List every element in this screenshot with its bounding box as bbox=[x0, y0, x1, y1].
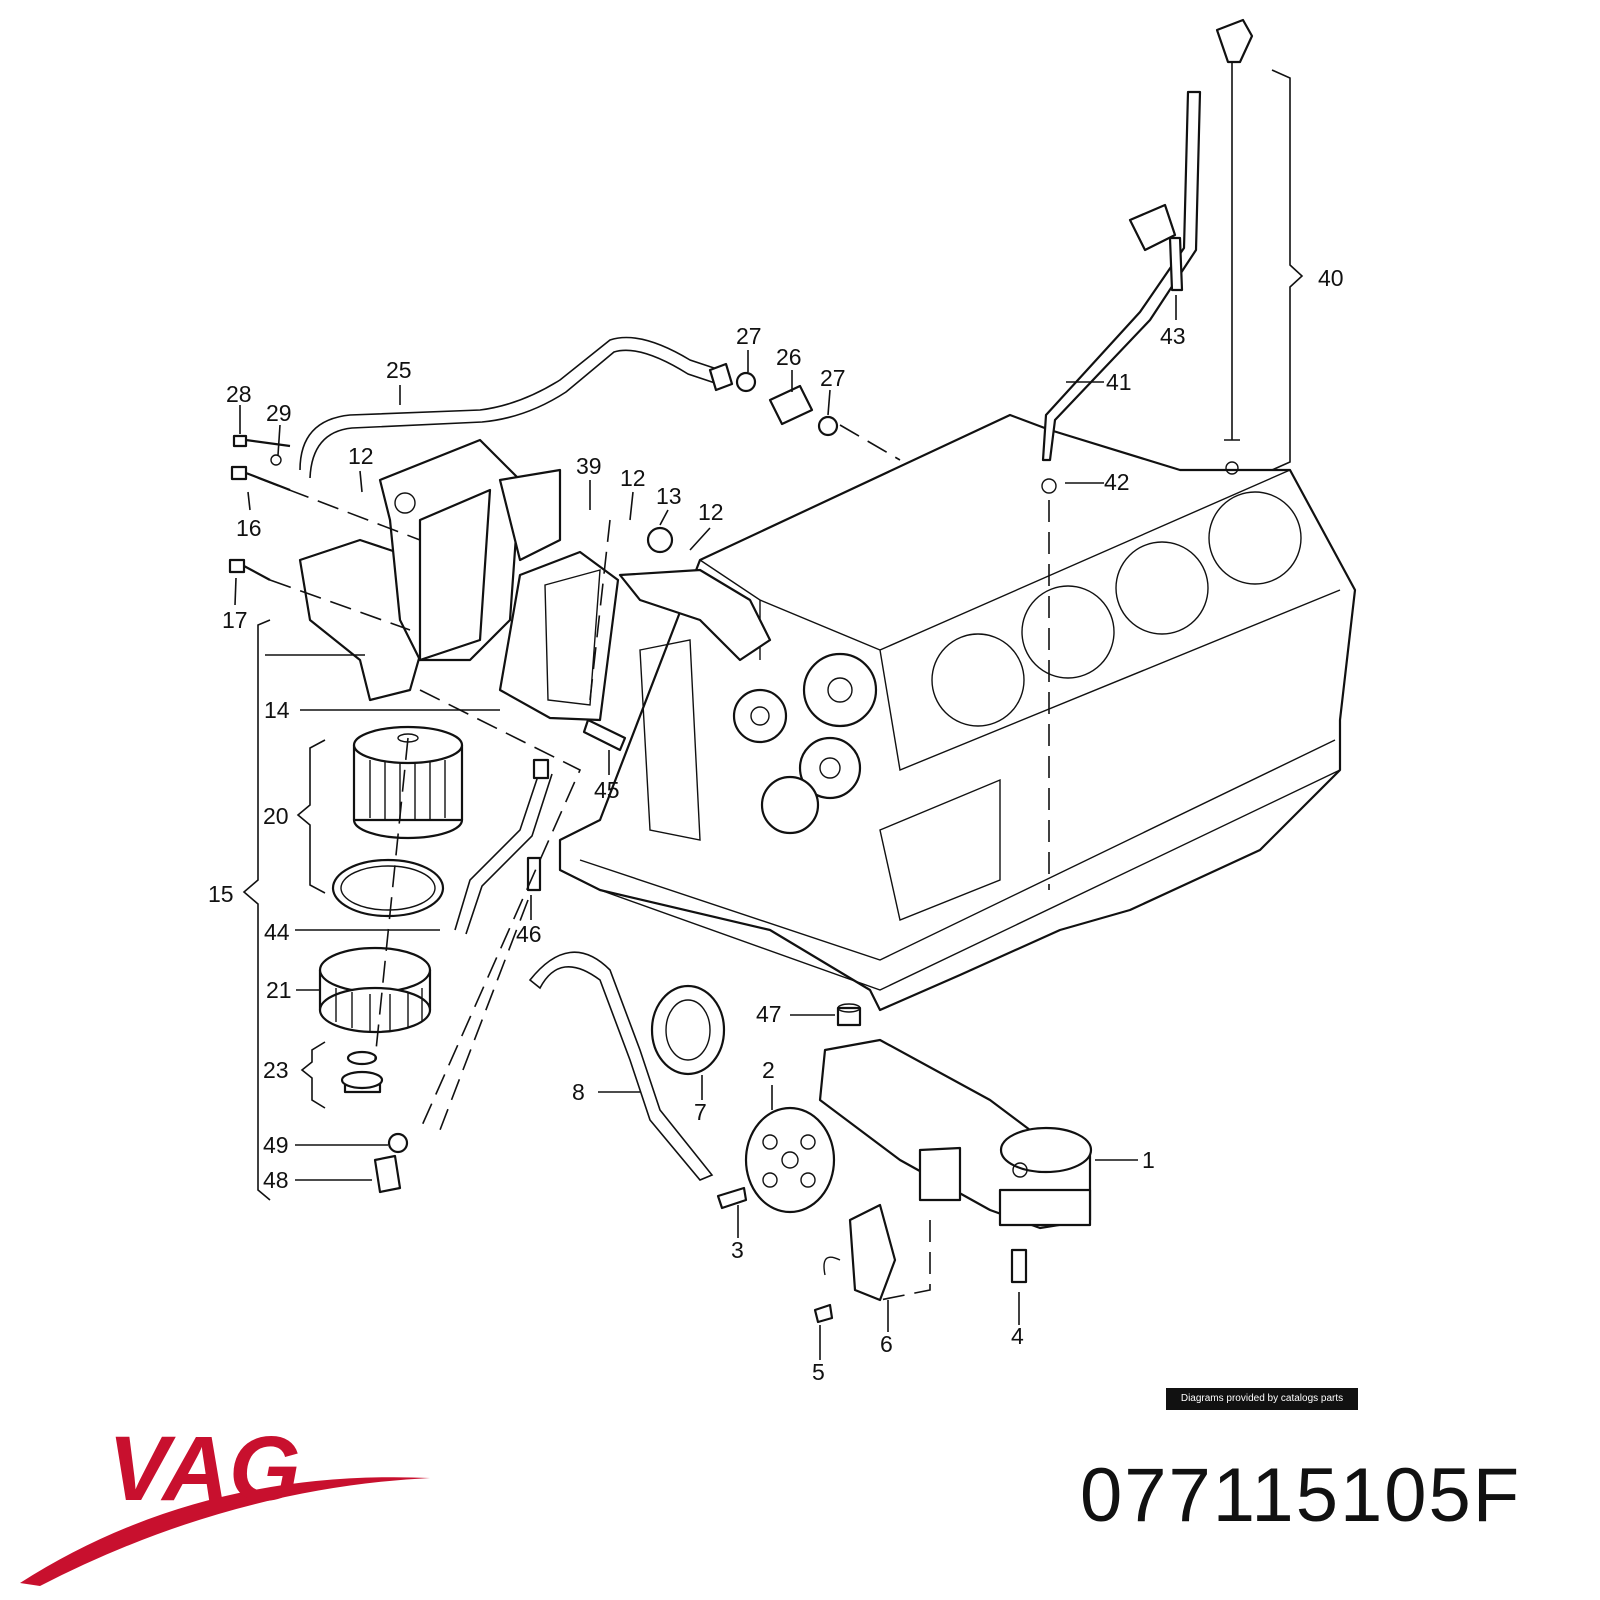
callout-27-a: 27 bbox=[736, 323, 762, 349]
callout-5: 5 bbox=[812, 1359, 825, 1385]
part-number: 077115105F bbox=[1080, 1453, 1522, 1538]
timing-chain bbox=[528, 951, 714, 1181]
callout-46: 46 bbox=[516, 921, 542, 947]
callout-15: 15 bbox=[208, 881, 234, 907]
breather-hose bbox=[299, 336, 839, 479]
dipstick bbox=[1215, 18, 1254, 475]
callout-26: 26 bbox=[776, 344, 802, 370]
callout-27-b: 27 bbox=[820, 365, 846, 391]
callout-25: 25 bbox=[386, 357, 412, 383]
callout-12-b: 12 bbox=[620, 465, 646, 491]
callout-4: 4 bbox=[1011, 1323, 1024, 1349]
crankshaft-sprocket bbox=[650, 984, 726, 1076]
callout-41: 41 bbox=[1106, 369, 1132, 395]
logo-swoosh bbox=[20, 1477, 430, 1586]
filter-seal-ring bbox=[331, 858, 445, 918]
callout-29: 29 bbox=[266, 400, 292, 426]
callout-21: 21 bbox=[266, 977, 292, 1003]
diagram-credit-badge: Diagrams provided by catalogs parts bbox=[1166, 1388, 1358, 1410]
callout-6: 6 bbox=[880, 1331, 893, 1357]
callout-28: 28 bbox=[226, 381, 252, 407]
coolant-pipe bbox=[618, 526, 772, 662]
callout-2: 2 bbox=[762, 1057, 775, 1083]
assembly-lines bbox=[257, 424, 1050, 1301]
oil-cooler bbox=[498, 550, 620, 722]
group-brackets bbox=[242, 69, 1304, 1201]
callout-20: 20 bbox=[263, 803, 289, 829]
callout-42: 42 bbox=[1104, 469, 1130, 495]
callout-40: 40 bbox=[1318, 265, 1344, 291]
callout-16: 16 bbox=[236, 515, 262, 541]
return-pipe bbox=[454, 758, 553, 935]
callout-17: 17 bbox=[222, 607, 248, 633]
callout-45: 45 bbox=[594, 777, 620, 803]
callout-12-a: 12 bbox=[348, 443, 374, 469]
callout-12-c: 12 bbox=[698, 499, 724, 525]
callout-44: 44 bbox=[264, 919, 290, 945]
callout-47: 47 bbox=[756, 1001, 782, 1027]
oil-filter-housing bbox=[298, 438, 562, 702]
callout-13: 13 bbox=[656, 483, 682, 509]
oil-pump bbox=[818, 1003, 1093, 1284]
vag-logo: VAG bbox=[20, 1418, 430, 1586]
callout-39: 39 bbox=[576, 453, 602, 479]
chain-tensioner bbox=[813, 1203, 897, 1324]
leader-lines bbox=[234, 295, 1177, 1360]
oil-pump-sprocket bbox=[716, 1106, 836, 1214]
logo-text: VAG bbox=[108, 1418, 301, 1520]
callout-14: 14 bbox=[264, 697, 290, 723]
callout-8: 8 bbox=[572, 1079, 585, 1105]
callout-48: 48 bbox=[263, 1167, 289, 1193]
filter-cap bbox=[318, 946, 432, 1034]
callout-7: 7 bbox=[694, 1099, 707, 1125]
engine-block bbox=[558, 413, 1357, 1012]
callout-49: 49 bbox=[263, 1132, 289, 1158]
callout-1: 1 bbox=[1142, 1147, 1155, 1173]
callout-labels: 1 2 3 4 5 6 7 8 12 12 12 13 14 15 16 17 … bbox=[208, 265, 1344, 1385]
callout-3: 3 bbox=[731, 1237, 744, 1263]
callout-23: 23 bbox=[263, 1057, 289, 1083]
dipstick-guide-tube bbox=[1041, 90, 1202, 494]
callout-43: 43 bbox=[1160, 323, 1186, 349]
